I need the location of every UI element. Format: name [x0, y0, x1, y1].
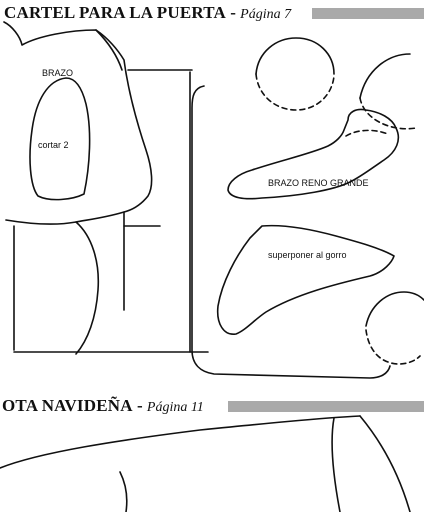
section-title: OTA NAVIDEÑA	[2, 396, 133, 415]
pillow-top-edge	[95, 29, 123, 71]
reindeer-arm-outline	[227, 108, 400, 200]
heading-bar	[312, 8, 424, 19]
section-heading-bota: OTA NAVIDEÑA - Página 11	[2, 396, 204, 416]
pillow-outline	[3, 21, 153, 225]
boot-outline-top	[0, 415, 361, 469]
boot-inner-curve-left	[119, 471, 128, 512]
boot-inner-curve-right	[331, 417, 341, 512]
page-reference: Página 7	[240, 7, 292, 22]
right-panel-outline	[191, 85, 391, 379]
head-circle-dashed	[255, 73, 335, 111]
cut-count-label: cortar 2	[38, 140, 69, 150]
reindeer-arm-dashed	[345, 129, 389, 137]
lower-body-outline	[75, 221, 100, 355]
heading-bar	[228, 401, 424, 412]
right-top-arc	[359, 53, 411, 99]
title-separator: -	[136, 396, 143, 415]
arm-piece-outline	[29, 77, 91, 201]
hat-overlay-label: superponer al gorro	[268, 250, 347, 260]
title-separator: -	[230, 3, 236, 22]
bottom-circle-solid	[365, 291, 424, 327]
section-title: CARTEL PARA LA PUERTA	[4, 3, 226, 22]
page-reference: Página 11	[146, 400, 204, 415]
boot-right-edge	[359, 415, 411, 512]
arm-label: BRAZO	[42, 68, 74, 78]
head-circle-solid	[255, 37, 335, 75]
section-heading-cartel: CARTEL PARA LA PUERTA - Página 7	[4, 3, 291, 23]
hat-overlay-outline	[216, 224, 395, 335]
bottom-circle-dashed	[365, 329, 421, 365]
reindeer-arm-label: BRAZO RENO GRANDE	[268, 178, 369, 188]
right-top-arc-dashed	[359, 97, 417, 130]
